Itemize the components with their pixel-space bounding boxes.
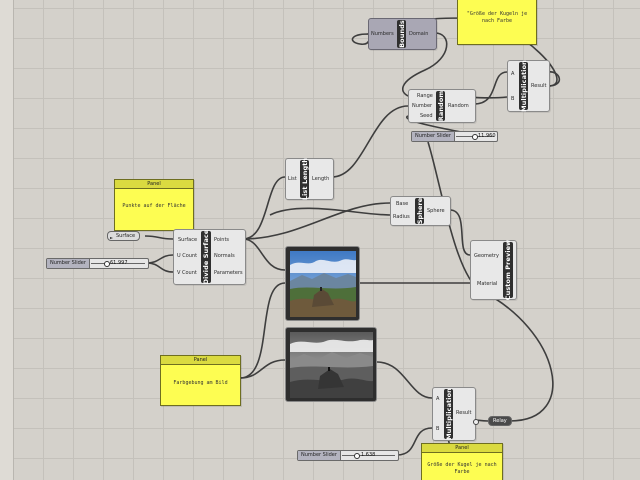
panel-header: Panel xyxy=(115,180,193,189)
panel-header: Panel xyxy=(422,444,502,453)
sphere-title-bar: Sphere xyxy=(415,198,424,224)
input-material[interactable]: Material xyxy=(477,281,498,287)
multiplication-title-bar: Multiplication xyxy=(519,60,528,112)
multiplication-title: Multiplication xyxy=(519,60,528,112)
input-geometry[interactable]: Geometry xyxy=(474,253,499,259)
random-title-bar: Random xyxy=(436,91,445,121)
image-viewer-color[interactable] xyxy=(285,246,360,321)
random-title: Random xyxy=(436,90,445,122)
panel-text: Größe der Kugel je nach Farbe xyxy=(427,462,497,475)
list-length-title: List Length xyxy=(300,157,309,201)
canvas-left-strip xyxy=(0,0,14,480)
panel-text: "Größe der Kugeln je nach Farbe xyxy=(466,11,528,24)
slider-value: 11.960 xyxy=(478,133,496,139)
list-length-title-bar: List Length xyxy=(300,157,309,201)
slider-label: Number Slider xyxy=(412,132,455,141)
image-viewer-greyscale[interactable] xyxy=(285,327,377,402)
multiplication-bottom-component[interactable]: A B Multiplication Result xyxy=(432,387,476,441)
input-a[interactable]: A xyxy=(436,396,440,402)
custom-preview-title-bar: Custom Preview xyxy=(503,239,513,301)
input-a[interactable]: A xyxy=(511,71,515,77)
slider-knob[interactable] xyxy=(104,260,110,267)
list-length-component[interactable]: List List Length Length xyxy=(285,158,334,200)
input-base[interactable]: Base xyxy=(396,201,409,207)
slider-knob[interactable] xyxy=(354,452,360,459)
bounds-title-bar: Bounds xyxy=(397,20,406,48)
input-radius[interactable]: Radius xyxy=(393,214,410,220)
sphere-component[interactable]: Base Radius Sphere Sphere xyxy=(390,196,451,226)
input-b[interactable]: B xyxy=(436,426,440,432)
panel-groesse-bottom[interactable]: Panel Größe der Kugel je nach Farbe xyxy=(421,443,503,480)
divide-surface-component[interactable]: Surface U Count V Count Divide Surface P… xyxy=(173,229,246,285)
relay-input-dot[interactable] xyxy=(473,419,479,425)
input-range[interactable]: Range xyxy=(417,93,433,99)
slider-label: Number Slider xyxy=(298,451,341,460)
panel-text: Punkte auf der Fläche xyxy=(122,203,186,209)
custom-preview-component[interactable]: Geometry Material Custom Preview xyxy=(470,240,517,300)
input-vcount[interactable]: V Count xyxy=(177,270,197,276)
custom-preview-title: Custom Preview xyxy=(504,239,512,301)
landscape-photo-color xyxy=(290,251,356,317)
slider-track[interactable] xyxy=(91,263,145,264)
multiplication-title: Multiplication xyxy=(444,388,453,440)
input-surface[interactable]: Surface xyxy=(178,237,198,243)
multiplication-top-component[interactable]: A B Multiplication Result xyxy=(507,60,550,112)
number-slider-scale[interactable]: Number Slider 1.638 xyxy=(297,450,399,461)
slider-track[interactable] xyxy=(342,455,395,456)
param-arrow-icon: ► xyxy=(110,234,114,240)
panel-groesse-top[interactable]: "Größe der Kugeln je nach Farbe xyxy=(457,0,537,45)
surface-param[interactable]: ► Surface xyxy=(107,231,141,241)
slider-label: Number Slider xyxy=(47,259,90,268)
output-length[interactable]: Length xyxy=(312,176,330,182)
output-random[interactable]: Random xyxy=(448,103,469,109)
landscape-photo-greyscale xyxy=(290,332,373,398)
input-numbers[interactable]: Numbers xyxy=(371,31,394,37)
input-list[interactable]: List xyxy=(288,176,297,182)
bounds-component[interactable]: Numbers Bounds Domain xyxy=(368,18,437,50)
relay-label: Relay xyxy=(493,418,507,424)
output-sphere[interactable]: Sphere xyxy=(427,208,445,214)
output-result[interactable]: Result xyxy=(456,410,472,416)
output-parameters[interactable]: Parameters xyxy=(214,270,243,276)
divide-surface-title-bar: Divide Surface xyxy=(201,229,211,285)
output-result[interactable]: Result xyxy=(531,83,547,89)
panel-header: Panel xyxy=(161,356,240,365)
multiplication-title-bar: Multiplication xyxy=(444,388,453,440)
random-component[interactable]: Range Number Seed Random Random xyxy=(408,89,476,123)
input-seed[interactable]: Seed xyxy=(420,113,433,119)
slider-knob[interactable] xyxy=(472,133,478,140)
surface-param-label: Surface xyxy=(116,233,136,239)
slider-value: 61.997 xyxy=(110,260,128,266)
input-number[interactable]: Number xyxy=(412,103,433,109)
output-points[interactable]: Points xyxy=(214,237,230,243)
output-domain[interactable]: Domain xyxy=(409,31,429,37)
sphere-title: Sphere xyxy=(415,197,424,225)
input-b[interactable]: B xyxy=(511,96,515,102)
panel-punkte[interactable]: Panel Punkte auf der Fläche xyxy=(114,179,194,231)
number-slider-seed[interactable]: Number Slider 11.960 xyxy=(411,131,498,142)
panel-text: Farbgebung am Bild xyxy=(173,380,228,386)
output-normals[interactable]: Normals xyxy=(214,253,235,259)
number-slider-ucount[interactable]: Number Slider 61.997 xyxy=(46,258,149,269)
divide-surface-title: Divide Surface xyxy=(202,229,210,285)
bounds-title: Bounds xyxy=(397,20,406,48)
slider-value: 1.638 xyxy=(361,452,376,458)
input-ucount[interactable]: U Count xyxy=(177,253,198,259)
relay-param[interactable]: Relay xyxy=(488,416,512,426)
panel-farbgebung[interactable]: Panel Farbgebung am Bild xyxy=(160,355,241,406)
